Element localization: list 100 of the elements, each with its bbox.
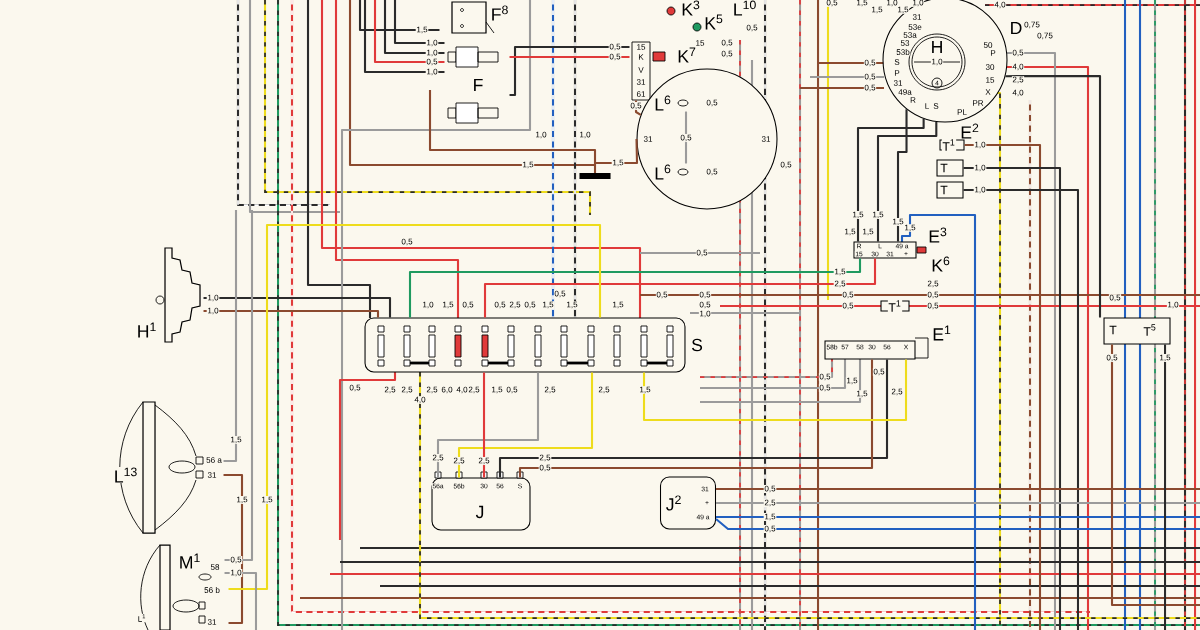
wire-gauge-label: 2,5 — [425, 386, 439, 394]
wire-gauge-label: 1,0 — [421, 301, 435, 309]
wire — [716, 515, 1200, 519]
wire-gauge-label: 1,5 — [541, 301, 555, 309]
wire-gauge-label: 1,5 — [229, 436, 243, 444]
wire-gauge-label: 1,0 — [206, 306, 220, 316]
node-label: K$^{3}$ — [682, 0, 700, 16]
wire-gauge-label: 1,0 — [698, 310, 712, 318]
wire-gauge-label: 1,5 — [490, 386, 504, 394]
bulb: L$^{6}$ — [653, 164, 689, 180]
node-label: L$^{6}$ — [655, 95, 671, 111]
wire-gauge-label: 0,5 — [608, 42, 622, 52]
wire — [509, 55, 630, 59]
wire-gauge-label: 1,5 — [611, 159, 625, 167]
wire-gauge-label: 1,5 — [638, 386, 652, 394]
wire-gauge-label: 0,5 — [926, 291, 940, 299]
wire-gauge-label: 1,5 — [843, 228, 857, 236]
wire — [363, 0, 445, 74]
wire-gauge-label: 1,5 — [851, 211, 865, 219]
wire-gauge-label: 0,5 — [505, 386, 519, 394]
wire-gauge-label: 1,0 — [425, 38, 439, 48]
node-label: K$^{5}$ — [705, 14, 723, 30]
wire-gauge-label: 0,5 — [818, 384, 832, 392]
wire-gauge-label: 1,0 — [229, 568, 243, 578]
wire-gauge-label: 1,0 — [425, 67, 439, 77]
wire-gauge-label: 1,0 — [885, 0, 899, 7]
wire — [228, 223, 602, 591]
wire-gauge-label: 0,5 — [763, 524, 777, 534]
wire-gauge-label: 2,5 — [890, 388, 904, 396]
node-label: 56 b — [204, 587, 220, 593]
horn: H$^{1}$ — [136, 247, 201, 343]
ground-symbol — [579, 173, 611, 180]
connector: T — [936, 181, 964, 199]
wire — [203, 309, 380, 318]
wire-gauge-label: 2,5 — [1011, 76, 1025, 84]
wire-gauge-label: 1,0 — [911, 0, 925, 7]
wire-gauge-label: 0,5 — [720, 50, 734, 58]
pressure-switch: F — [447, 46, 499, 124]
wire-gauge-label: 0,5 — [1108, 294, 1122, 302]
node-label: H$^{1}$ — [138, 322, 156, 338]
wire-gauge-label: 2,5 — [383, 386, 397, 394]
wire-gauge-label: 1,5 — [871, 211, 885, 219]
wire-gauge-label: 4,0 — [1011, 63, 1025, 71]
wire — [223, 210, 238, 463]
wire — [203, 296, 392, 318]
wire-gauge-label: 2,5 — [763, 498, 777, 508]
wire — [856, 118, 925, 242]
wire-gauge-label: 0,5 — [705, 99, 719, 107]
wire-gauge-label: 1,0 — [973, 163, 987, 173]
fuse-box: S — [364, 317, 704, 373]
wire-gauge-label: 1,5 — [891, 218, 905, 226]
wire — [223, 473, 244, 625]
wire — [896, 109, 908, 242]
wire-gauge-label: 0,5 — [841, 291, 855, 299]
node-label: K$^{7}$ — [678, 47, 696, 63]
wire-gauge-label: 0,5 — [825, 0, 839, 7]
wire-gauge-label: 1,5 — [855, 0, 869, 7]
wire-gauge-label: 0,5 — [698, 301, 712, 309]
wire-gauge-label: 0,5 — [400, 238, 414, 246]
wire-gauge-label: 2,5 — [508, 301, 522, 309]
wire-gauge-label: 0,5 — [779, 161, 793, 169]
wire-gauge-label: 0,5 — [926, 302, 940, 310]
wire — [684, 111, 688, 164]
connector: T$^{1}$ — [939, 138, 965, 152]
node-label: S — [691, 338, 703, 352]
wire — [224, 571, 258, 630]
wire-gauge-label: 0,75 — [1023, 21, 1041, 29]
wire-gauge-label: 0,5 — [679, 133, 693, 143]
wire-gauge-label: 2,5 — [400, 386, 414, 394]
wire-gauge-label: 1,5 — [565, 301, 579, 309]
wire — [964, 143, 1042, 630]
wire-gauge-label: 2,5 — [538, 453, 552, 463]
wire-gauge-label: 1,5 — [855, 390, 869, 398]
wire-gauge-label: 1,0 — [973, 140, 987, 150]
wire — [383, 0, 445, 55]
wire-gauge-label: 1,5 — [1158, 354, 1172, 362]
wire-gauge-label: 2,5 — [543, 386, 557, 394]
node-label: L$^{13}$ — [115, 467, 137, 483]
wire-gauge-label: 2,5 — [926, 280, 940, 288]
wire — [1163, 344, 1167, 630]
connector: T$^{1}$ — [880, 299, 910, 313]
wire — [593, 139, 639, 173]
wire-gauge-label: 0,5 — [629, 101, 643, 111]
wire-gauge-label: 0,5 — [461, 301, 475, 309]
wire-gauge-label: 0,5 — [763, 484, 777, 494]
wire-gauge-label: 1,5 — [763, 513, 777, 521]
wire-gauge-label: 0,75 — [1036, 32, 1054, 40]
node-label: 58 — [210, 564, 220, 570]
wire-gauge-label: 1,0 — [578, 131, 592, 139]
wire-gauge-label: 1,5 — [861, 228, 875, 236]
wire-gauge-label: 0,5 — [523, 301, 537, 309]
wire-gauge-label: 0,5 — [608, 52, 622, 62]
wire-gauge-label: 1,0 — [930, 58, 944, 66]
wire-gauge-label: 1,5 — [235, 496, 249, 504]
wire — [963, 188, 1080, 630]
wire-gauge-label: 1,5 — [260, 496, 274, 504]
node-label: D — [1011, 21, 1022, 35]
wire — [482, 372, 486, 478]
node-label: M$^{1}$ — [180, 553, 200, 569]
wire-gauge-label: 6,0 — [440, 386, 454, 394]
